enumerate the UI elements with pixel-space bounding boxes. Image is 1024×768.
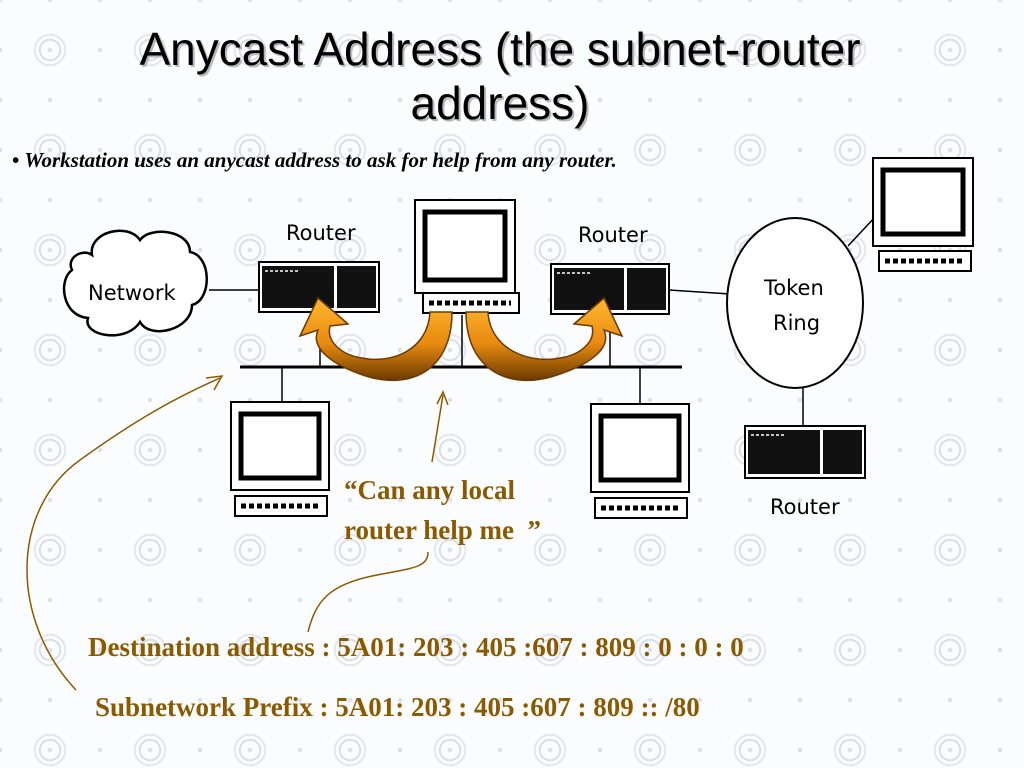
bullet-point: •Workstation uses an anycast address to … [12, 148, 617, 173]
bullet-marker: • [12, 148, 20, 172]
anycast-arrow-right [465, 296, 624, 382]
destination-address: Destination address : 5A01: 203 : 405 :6… [88, 632, 744, 662]
network-label: Network [88, 281, 177, 305]
anycast-arrow-left [298, 296, 453, 382]
router-left-label: Router [286, 221, 356, 245]
workstation-far-right [872, 157, 974, 272]
link-router-tokenring [668, 289, 731, 295]
router-mid-label: Router [578, 223, 648, 247]
workstation-right [590, 403, 690, 519]
prefix-pointer [26, 375, 224, 691]
bullet-text: Workstation uses an anycast address to a… [24, 148, 617, 172]
router-bottom [744, 425, 866, 479]
destination-callout-line [307, 551, 429, 633]
token-ring: Token Ring [726, 217, 864, 389]
router-bottom-label: Router [770, 495, 840, 519]
quote-pointer [431, 390, 449, 463]
workstation-top [414, 199, 520, 314]
subnetwork-prefix: Subnetwork Prefix : 5A01: 203 : 405 :607… [95, 692, 700, 722]
token-ring-label-line2: Ring [773, 311, 820, 335]
anycast-quote: “Can any local router help me ” [344, 475, 541, 545]
router-mid [550, 263, 670, 315]
slide-title: Anycast Address (the subnet-router addre… [139, 23, 861, 129]
link-tokenring-workstation [847, 215, 877, 247]
router-left [258, 261, 380, 313]
network-cloud: Network [62, 229, 208, 337]
token-ring-label-line1: Token [763, 276, 824, 300]
workstation-left [230, 401, 330, 517]
